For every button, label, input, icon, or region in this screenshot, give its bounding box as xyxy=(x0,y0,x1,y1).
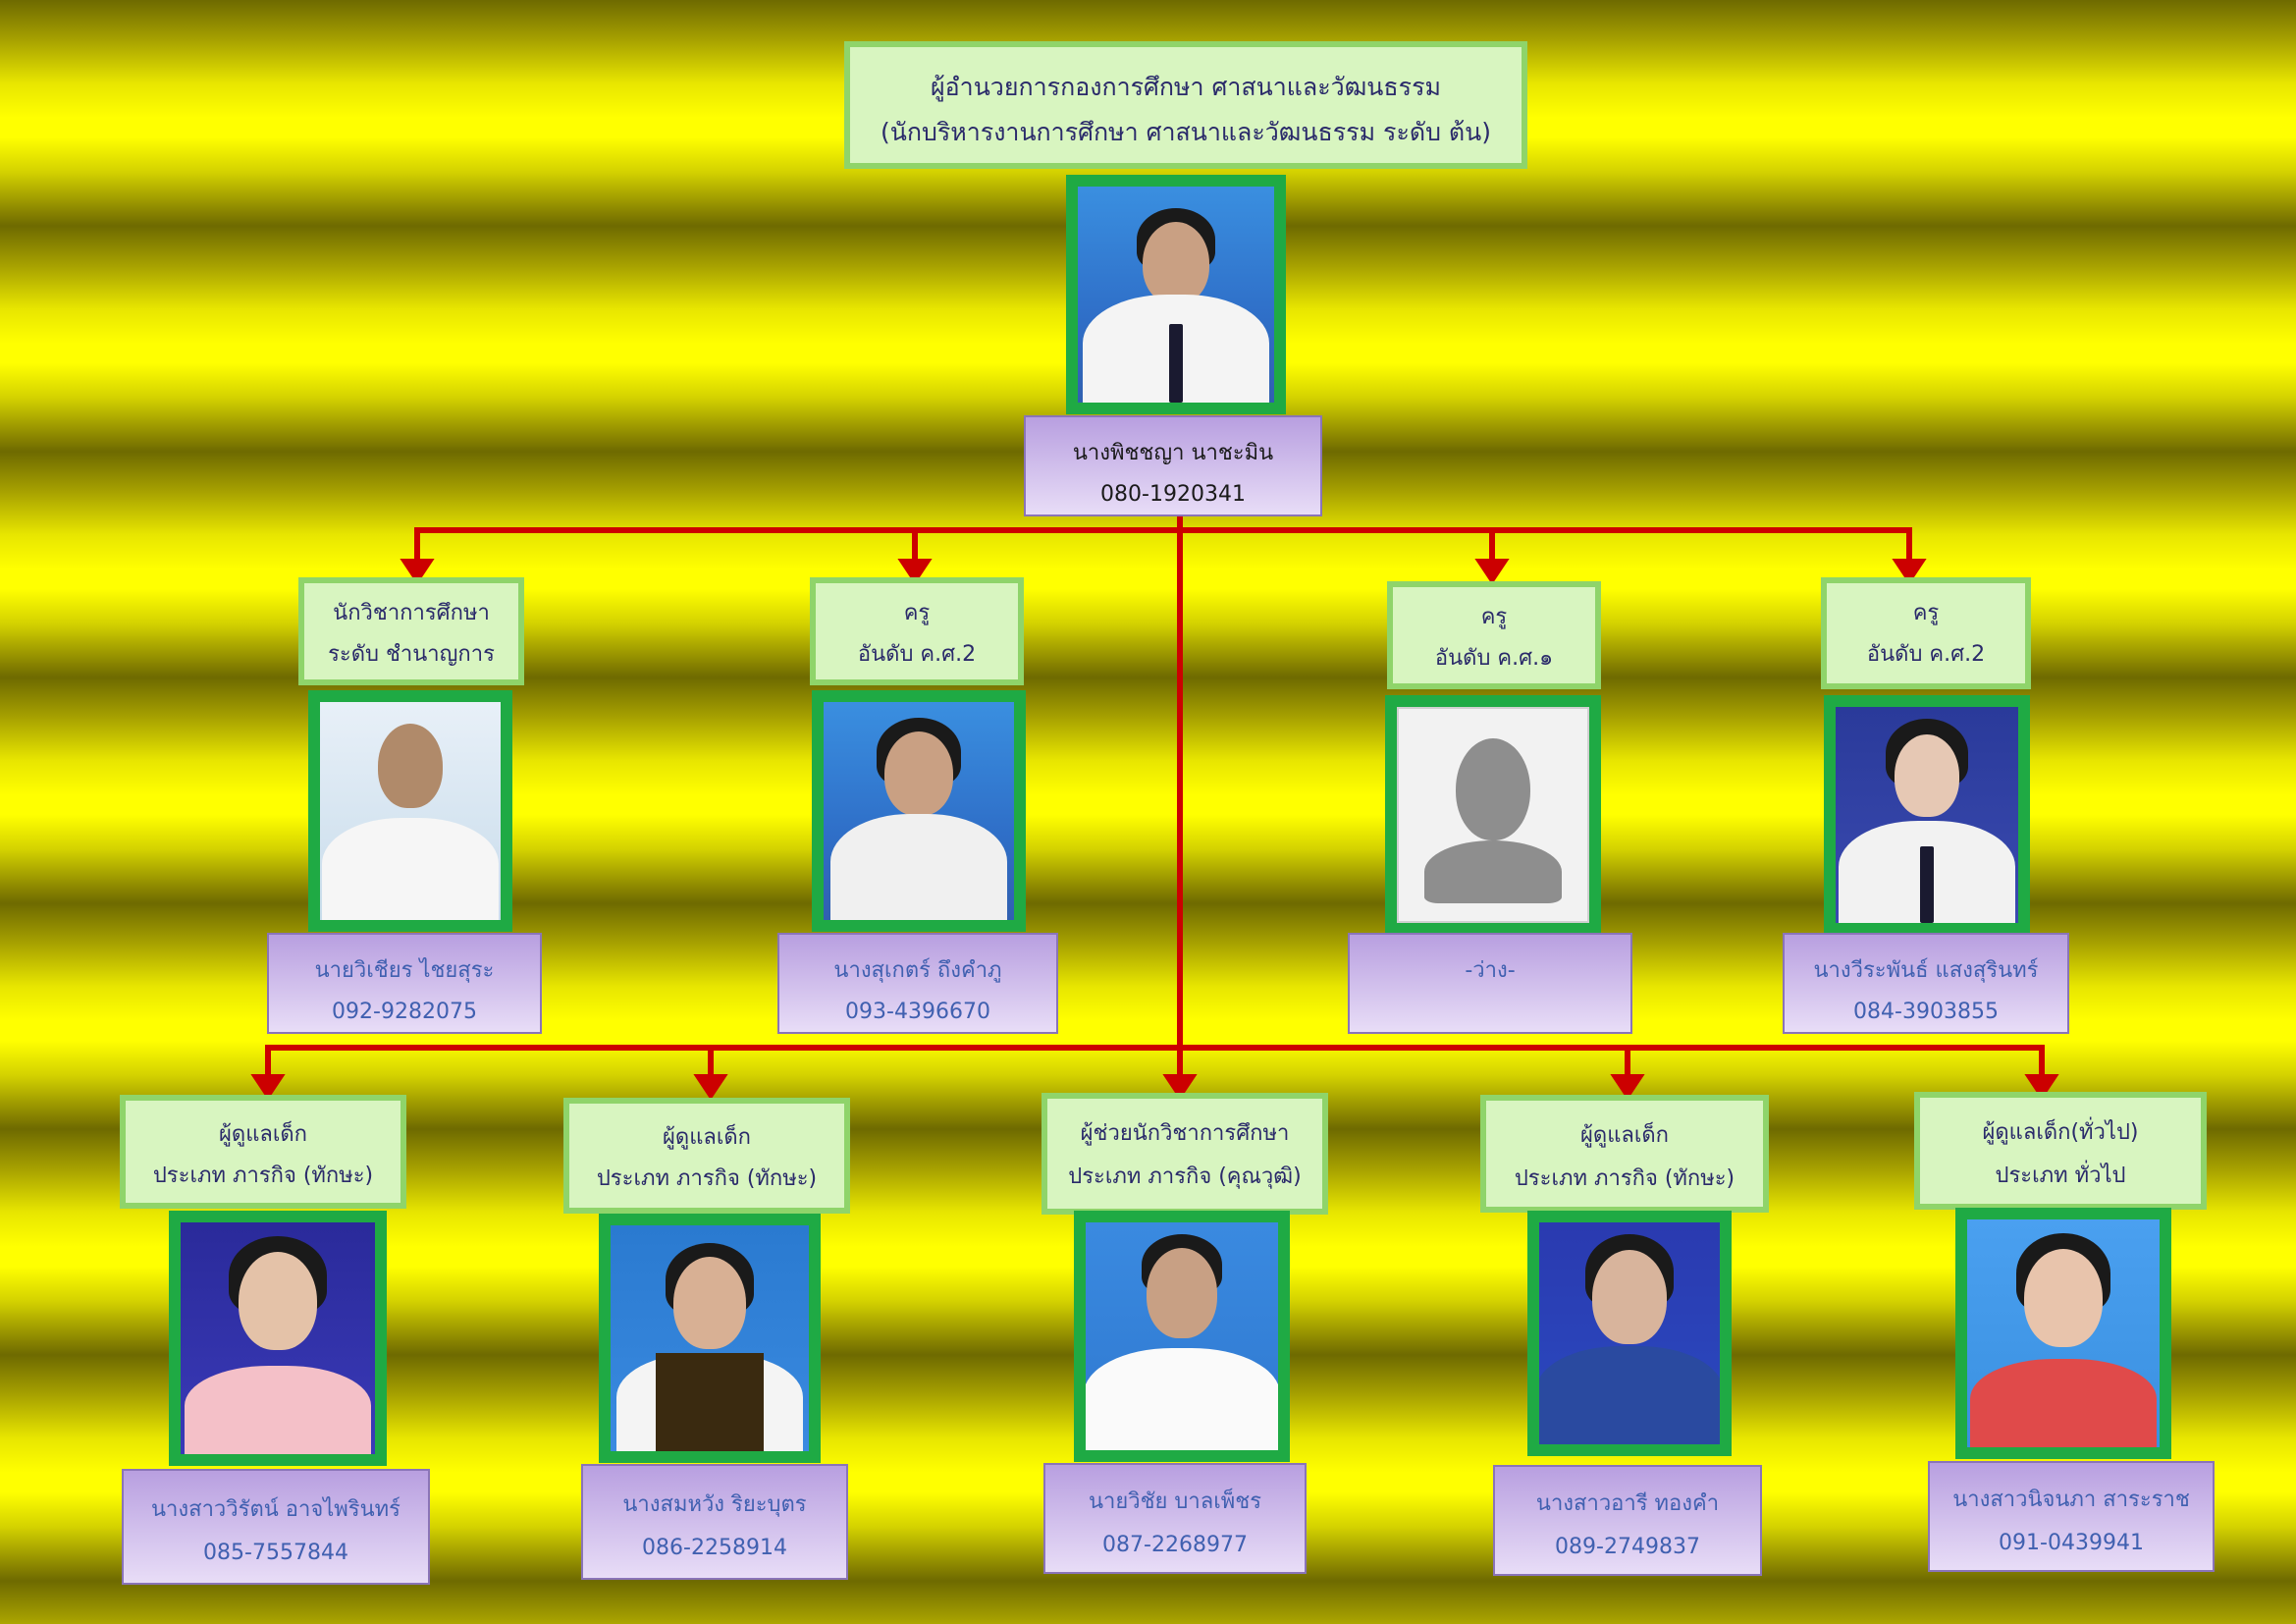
row2-3-title-box: ผู้ดูแลเด็ก ประเภท ภารกิจ (ทักษะ) xyxy=(1480,1095,1769,1213)
row2-1-title-line2: ประเภท ภารกิจ (ทักษะ) xyxy=(596,1166,818,1191)
row2-1-name-box: นางสมหวัง ริยะบุตร 086-2258914 xyxy=(581,1464,848,1580)
row1-2-title-box: ครู อันดับ ค.ศ.๑ xyxy=(1387,581,1601,689)
row2-1-phone: 086-2258914 xyxy=(642,1536,787,1560)
row1-2-name-box: -ว่าง- xyxy=(1348,933,1632,1034)
row1-3-name-box: นางวีระพันธ์ แสงสุรินทร์ 084-3903855 xyxy=(1783,933,2069,1034)
row2-2-name: นายวิชัย บาลเพ็ชร xyxy=(1088,1489,1262,1514)
row2-3-title-line1: ผู้ดูแลเด็ก xyxy=(1580,1123,1669,1148)
row2-0-name-box: นางสาววิรัตน์ อาจไพรินทร์ 085-7557844 xyxy=(122,1469,430,1585)
row2-1-title-line1: ผู้ดูแลเด็ก xyxy=(663,1125,751,1150)
row1-1-phone: 093-4396670 xyxy=(845,1000,990,1024)
director-title-line2: (นักบริหารงานการศึกษา ศาสนาและวัฒนธรรม ร… xyxy=(880,118,1492,146)
director-name: นางพิชชญา นาชะมิน xyxy=(1072,441,1274,465)
row1-3-title-box: ครู อันดับ ค.ศ.2 xyxy=(1821,577,2031,689)
row1-0-title-line1: นักวิชาการศึกษา xyxy=(333,601,490,625)
row2-2-photo xyxy=(1074,1211,1290,1462)
row1-0-phone: 092-9282075 xyxy=(332,1000,477,1024)
row1-0-name-box: นายวิเชียร ไชยสุระ 092-9282075 xyxy=(267,933,542,1034)
row2-4-photo xyxy=(1955,1208,2171,1459)
row1-1-name-box: นางสุเกตร์ ถึงคำภู 093-4396670 xyxy=(777,933,1058,1034)
row1-3-title-line2: อันดับ ค.ศ.2 xyxy=(1866,642,1986,667)
row2-2-phone: 087-2268977 xyxy=(1102,1533,1248,1557)
row2-1-photo xyxy=(599,1214,821,1463)
row2-4-name: นางสาวนิจนภา สาระราช xyxy=(1952,1488,2190,1512)
row1-2-name: -ว่าง- xyxy=(1465,958,1516,983)
row1-1-name: นางสุเกตร์ ถึงคำภู xyxy=(833,958,1002,983)
row2-3-phone: 089-2749837 xyxy=(1555,1535,1700,1559)
row1-0-photo xyxy=(308,690,512,932)
row2-2-name-box: นายวิชัย บาลเพ็ชร 087-2268977 xyxy=(1043,1463,1307,1574)
row1-3-title-line1: ครู xyxy=(1912,601,1940,625)
row1-2-photo-placeholder xyxy=(1385,695,1601,935)
row2-1-name: นางสมหวัง ริยะบุตร xyxy=(622,1492,807,1517)
row1-1-title-line2: อันดับ ค.ศ.2 xyxy=(857,642,977,667)
row1-1-title-box: ครู อันดับ ค.ศ.2 xyxy=(810,577,1024,685)
row2-0-title-line1: ผู้ดูแลเด็ก xyxy=(219,1122,307,1147)
row2-2-title-line2: ประเภท ภารกิจ (คุณวุฒิ) xyxy=(1068,1164,1302,1189)
row2-4-title-box: ผู้ดูแลเด็ก(ทั่วไป) ประเภท ทั่วไป xyxy=(1914,1092,2207,1210)
row2-3-name: นางสาวอารี ทองคำ xyxy=(1535,1491,1720,1516)
row2-4-title-line2: ประเภท ทั่วไป xyxy=(1995,1164,2126,1188)
row2-2-title-box: ผู้ช่วยนักวิชาการศึกษา ประเภท ภารกิจ (คุ… xyxy=(1041,1093,1328,1215)
row2-0-title-box: ผู้ดูแลเด็ก ประเภท ภารกิจ (ทักษะ) xyxy=(120,1095,406,1209)
director-phone: 080-1920341 xyxy=(1100,482,1246,507)
row1-0-title-box: นักวิชาการศึกษา ระดับ ชำนาญการ xyxy=(298,577,524,685)
row1-3-photo xyxy=(1824,695,2030,935)
row2-3-photo xyxy=(1527,1211,1732,1456)
director-title-box: ผู้อำนวยการกองการศึกษา ศาสนาและวัฒนธรรม … xyxy=(844,41,1527,169)
director-photo xyxy=(1066,175,1286,414)
row2-2-title-line1: ผู้ช่วยนักวิชาการศึกษา xyxy=(1080,1121,1290,1146)
row2-0-phone: 085-7557844 xyxy=(203,1541,348,1565)
row2-3-name-box: นางสาวอารี ทองคำ 089-2749837 xyxy=(1493,1465,1762,1576)
row2-4-title-line1: ผู้ดูแลเด็ก(ทั่วไป) xyxy=(1982,1120,2139,1145)
row1-3-name: นางวีระพันธ์ แสงสุรินทร์ xyxy=(1813,958,2039,983)
row1-0-name: นายวิเชียร ไชยสุระ xyxy=(314,958,495,983)
row2-4-name-box: นางสาวนิจนภา สาระราช 091-0439941 xyxy=(1928,1461,2215,1572)
row1-3-phone: 084-3903855 xyxy=(1853,1000,1999,1024)
row2-0-title-line2: ประเภท ภารกิจ (ทักษะ) xyxy=(152,1164,374,1188)
row1-1-photo xyxy=(812,690,1026,932)
row1-0-title-line2: ระดับ ชำนาญการ xyxy=(328,642,495,667)
director-title-line1: ผู้อำนวยการกองการศึกษา ศาสนาและวัฒนธรรม xyxy=(931,73,1441,101)
row2-0-photo xyxy=(169,1211,387,1466)
row1-2-title-line1: ครู xyxy=(1480,605,1508,629)
director-name-box: นางพิชชญา นาชะมิน 080-1920341 xyxy=(1024,415,1322,516)
row2-1-title-box: ผู้ดูแลเด็ก ประเภท ภารกิจ (ทักษะ) xyxy=(563,1098,850,1214)
row2-0-name: นางสาววิรัตน์ อาจไพรินทร์ xyxy=(151,1497,400,1522)
row2-4-phone: 091-0439941 xyxy=(1999,1531,2144,1555)
row1-2-title-line2: อันดับ ค.ศ.๑ xyxy=(1434,646,1554,671)
row2-3-title-line2: ประเภท ภารกิจ (ทักษะ) xyxy=(1514,1166,1735,1191)
row1-1-title-line1: ครู xyxy=(903,601,931,625)
